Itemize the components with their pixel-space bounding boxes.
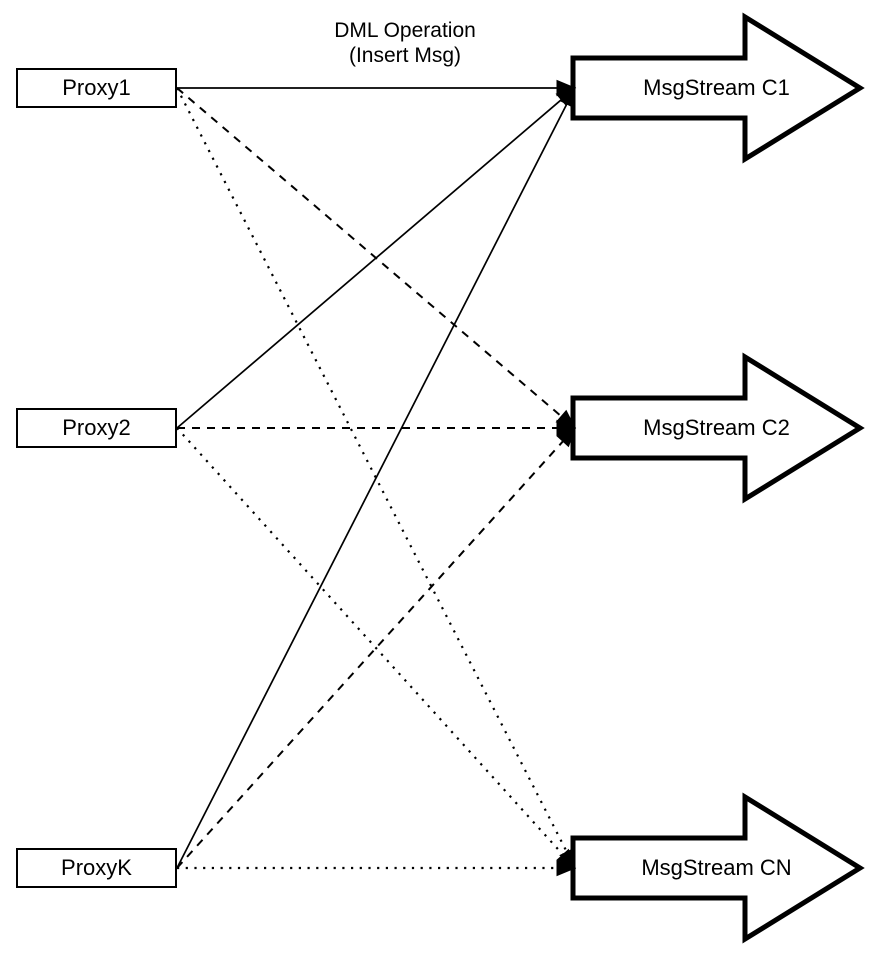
stream-c1-block-arrow-shape [570, 12, 865, 164]
edge-proxyK-to-cn-arrowhead [556, 859, 577, 877]
edge-proxyK-to-c1-line [176, 103, 568, 869]
proxy2-box: Proxy2 [16, 408, 177, 448]
edge-proxyK-to-c2-line [176, 440, 564, 869]
dml-operation-annotation: DML Operation (Insert Msg) [255, 19, 555, 69]
proxyk-label: ProxyK [61, 855, 132, 880]
proxy1-label: Proxy1 [62, 75, 131, 100]
stream-c2-block-arrow-shape [570, 352, 865, 504]
annotation-line1: DML Operation [334, 19, 476, 42]
edge-proxyK-to-c2-arrowhead [556, 427, 576, 448]
edge-proxyK-to-c1-arrowhead [559, 86, 576, 109]
proxy2-label: Proxy2 [62, 415, 131, 440]
edge-proxy1-to-c2-line [176, 87, 562, 418]
stream-cn-block-arrow-shape [570, 792, 865, 944]
proxyk-box: ProxyK [16, 848, 177, 888]
edge-proxy2-to-c1-line [176, 99, 562, 429]
annotation-line2: (Insert Msg) [348, 43, 461, 67]
edge-proxy1-to-cn-line [176, 87, 568, 853]
edge-proxy2-to-cn-line [176, 427, 564, 856]
proxy1-box: Proxy1 [16, 68, 177, 108]
